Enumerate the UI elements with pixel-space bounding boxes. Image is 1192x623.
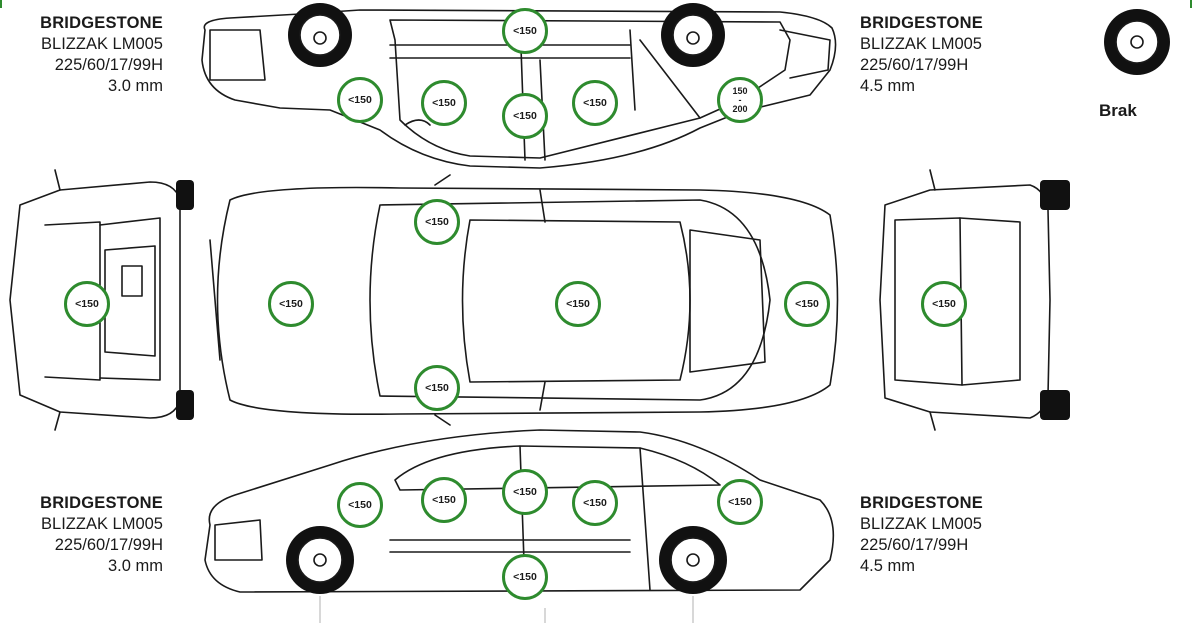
car-rear-view: [879, 169, 1070, 431]
paint-reading-right-sill[interactable]: <150: [502, 554, 548, 600]
tire-brand: BRIDGESTONE: [860, 494, 983, 512]
spare-tire-icon: [1104, 9, 1170, 75]
paint-reading-right-rear-fender[interactable]: <150: [717, 479, 763, 525]
car-right-side-view: [204, 429, 835, 594]
tire-size: 225/60/17/99H: [54, 56, 163, 74]
tire-info-front-right: BRIDGESTONE BLIZZAK LM005 225/60/17/99H …: [0, 493, 163, 577]
paint-reading-right-rear-door[interactable]: <150: [572, 480, 618, 526]
tire-brand: BRIDGESTONE: [40, 494, 163, 512]
tire-tread: 3.0 mm: [107, 77, 163, 95]
tire-size: 225/60/17/99H: [860, 536, 969, 554]
tire-model: BLIZZAK LM005: [41, 35, 163, 53]
paint-reading-right-a-pillar[interactable]: <150: [414, 365, 460, 411]
car-left-side-view: [201, 3, 837, 169]
paint-reading-left-front-door[interactable]: <150: [421, 80, 467, 126]
paint-reading-left-front-fender[interactable]: <150: [337, 77, 383, 123]
corner-marker: [0, 0, 2, 8]
tire-brand: BRIDGESTONE: [860, 14, 983, 32]
paint-reading-roof[interactable]: <150: [555, 281, 601, 327]
paint-reading-right-front-fender[interactable]: <150: [337, 482, 383, 528]
tire-info-rear-right: BRIDGESTONE BLIZZAK LM005 225/60/17/99H …: [860, 493, 1060, 577]
car-top-view: [209, 174, 839, 426]
paint-reading-right-roof-rail[interactable]: <150: [502, 469, 548, 515]
tire-tread: 4.5 mm: [860, 77, 916, 95]
tire-size: 225/60/17/99H: [860, 56, 969, 74]
tire-model: BLIZZAK LM005: [860, 35, 982, 53]
tire-info-front-left: BRIDGESTONE BLIZZAK LM005 225/60/17/99H …: [0, 13, 163, 97]
tire-size: 225/60/17/99H: [54, 536, 163, 554]
paint-reading-rear-bumper[interactable]: <150: [921, 281, 967, 327]
paint-reading-trunk[interactable]: <150: [784, 281, 830, 327]
tire-tread: 3.0 mm: [107, 557, 163, 575]
tire-brand: BRIDGESTONE: [40, 14, 163, 32]
paint-reading-left-rear-fender[interactable]: 150 - 200: [717, 77, 763, 123]
corner-marker: [1190, 0, 1192, 8]
paint-reading-right-front-door[interactable]: <150: [421, 477, 467, 523]
spare-tire-label: Brak: [1099, 101, 1137, 120]
paint-reading-hood[interactable]: <150: [268, 281, 314, 327]
paint-reading-left-a-pillar[interactable]: <150: [414, 199, 460, 245]
tire-info-rear-left: BRIDGESTONE BLIZZAK LM005 225/60/17/99H …: [860, 13, 1060, 97]
tire-model: BLIZZAK LM005: [860, 515, 982, 533]
paint-reading-front-bumper[interactable]: <150: [64, 281, 110, 327]
paint-reading-left-sill[interactable]: <150: [502, 93, 548, 139]
paint-reading-left-roof-rail[interactable]: <150: [502, 8, 548, 54]
tire-tread: 4.5 mm: [860, 557, 916, 575]
tire-model: BLIZZAK LM005: [41, 515, 163, 533]
paint-reading-left-rear-door[interactable]: <150: [572, 80, 618, 126]
